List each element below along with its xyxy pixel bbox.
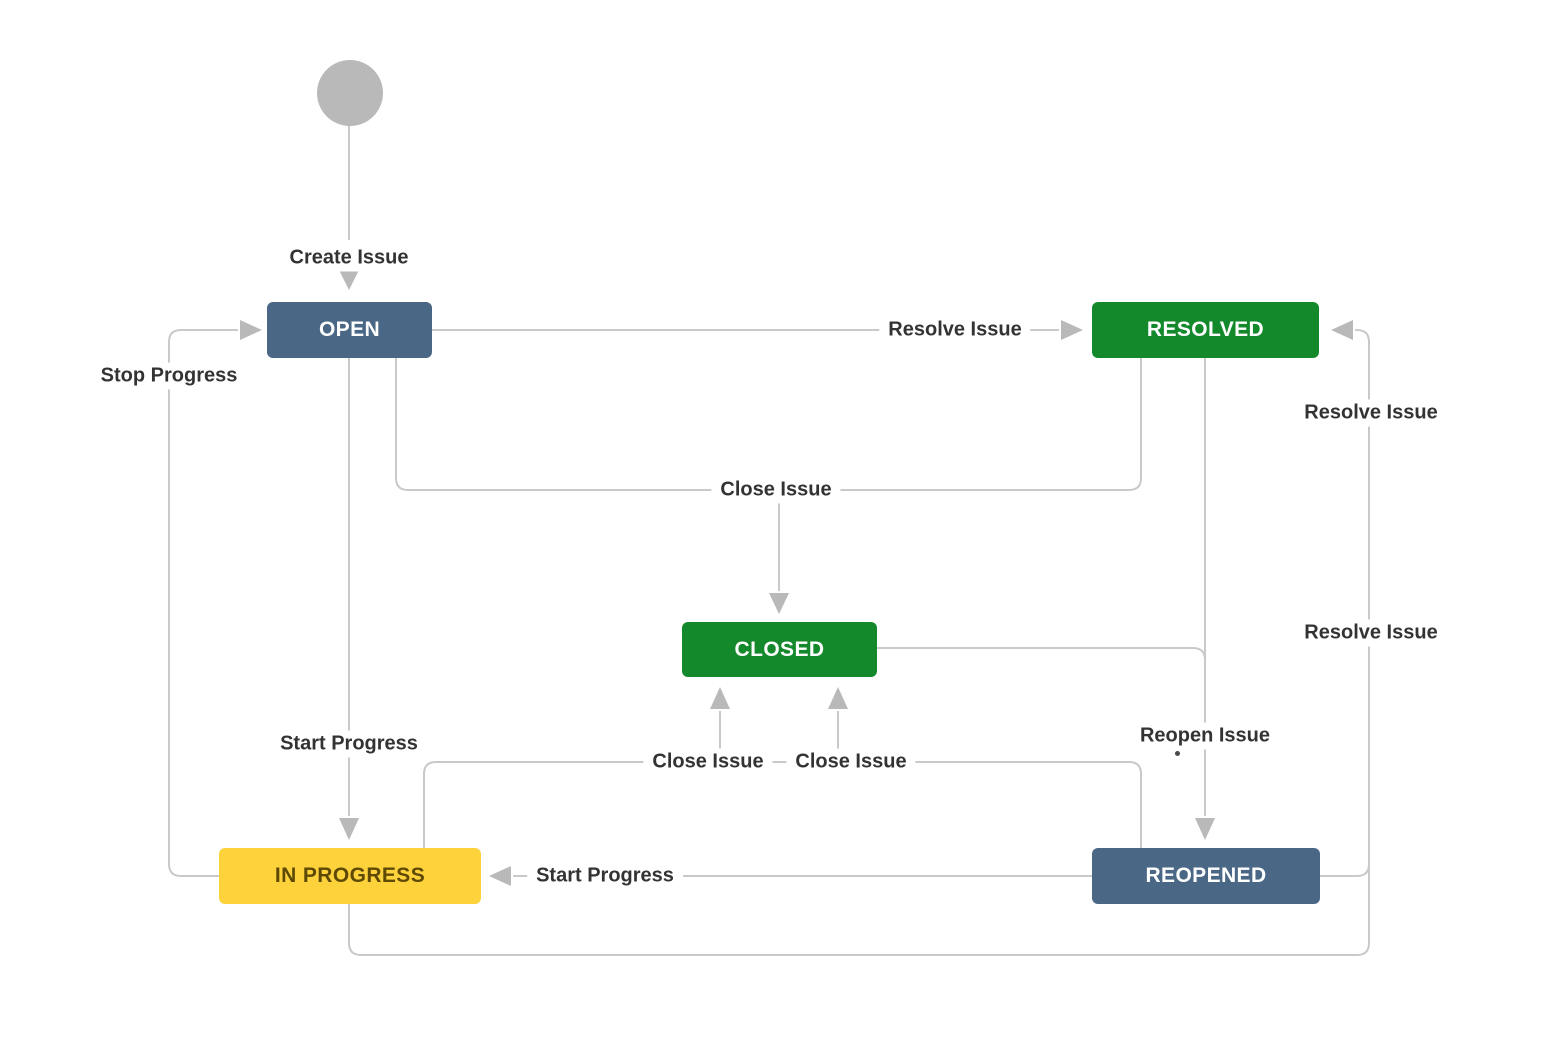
edge-label-resolve-issue-open: Resolve Issue (879, 316, 1031, 344)
arrowhead-into-resolved-right (1331, 320, 1353, 340)
edge-reopen-issue-closed-joiner (877, 647, 1206, 661)
state-node-closed[interactable]: CLOSED (682, 622, 877, 677)
edge-label-start-progress-reopened: Start Progress (527, 862, 683, 890)
arrowhead-into-open-top (339, 270, 359, 290)
edge-resolve-issue-loop (348, 329, 1370, 956)
edge-label-start-progress-open: Start Progress (271, 730, 427, 758)
edge-label-close-issue-in-progress: Close Issue (643, 748, 773, 776)
edge-label-reopen-issue: Reopen Issue (1130, 722, 1280, 750)
state-node-resolved[interactable]: RESOLVED (1092, 302, 1319, 358)
edge-label-stop-progress: Stop Progress (91, 362, 247, 390)
edge-stop-progress (168, 329, 238, 877)
edge-label-close-issue-shared: Close Issue (711, 476, 841, 504)
arrowhead-into-in-progress-top (339, 818, 359, 840)
edge-close-issue-open-resolved (395, 358, 1142, 491)
arrowhead-into-reopened-top (1195, 818, 1215, 840)
reopen-issue-dot (1175, 751, 1180, 756)
arrowhead-into-in-progress-right (489, 866, 511, 886)
edge-label-create-issue: Create Issue (280, 244, 418, 272)
edge-label-resolve-issue-right-lower: Resolve Issue (1295, 619, 1447, 647)
edge-label-resolve-issue-right-upper: Resolve Issue (1295, 399, 1447, 427)
arrowhead-into-closed-bottom-1 (710, 687, 730, 709)
edge-resolve-issue-reopened-joiner (1320, 863, 1370, 877)
state-node-reopened[interactable]: REOPENED (1092, 848, 1320, 904)
edge-label-close-issue-reopened: Close Issue (786, 748, 916, 776)
state-node-in-progress[interactable]: IN PROGRESS (219, 848, 481, 904)
arrowhead-into-closed-bottom-2 (828, 687, 848, 709)
arrowhead-into-closed-top (769, 593, 789, 614)
edge-close-issue-lower-shared (423, 761, 1142, 848)
state-node-open[interactable]: OPEN (267, 302, 432, 358)
arrowhead-into-open-left (240, 320, 262, 340)
arrowhead-into-resolved-left (1061, 320, 1083, 340)
start-node-circle (317, 60, 383, 126)
